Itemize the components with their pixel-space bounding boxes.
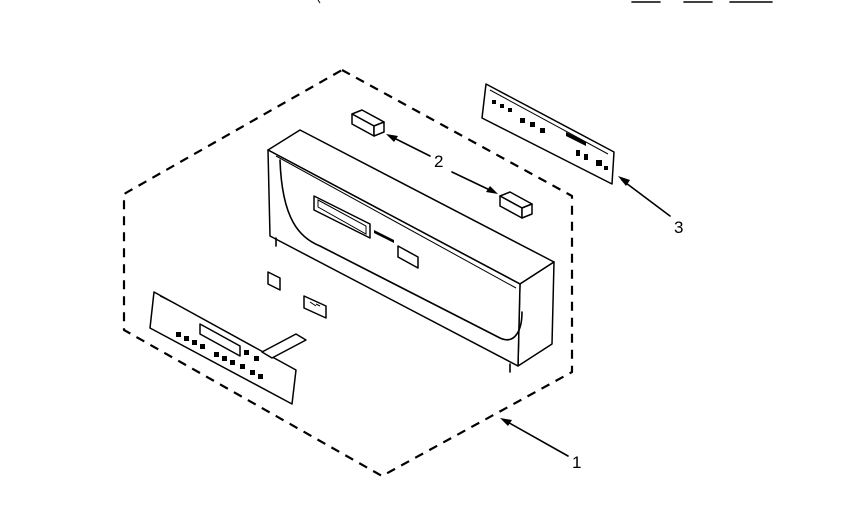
bracket-insert xyxy=(303,295,327,319)
square-insert xyxy=(267,271,281,291)
callout-1: 1 xyxy=(572,453,581,472)
assembly-boundary xyxy=(122,68,574,478)
cropped-header-marks xyxy=(317,0,773,4)
callout-2: 2 xyxy=(434,152,443,171)
callout-3: 3 xyxy=(674,218,683,237)
mounting-clip-lower xyxy=(499,191,533,219)
mounting-clip-upper xyxy=(351,109,385,137)
control-circuit-board xyxy=(481,83,615,185)
touchpad-overlay xyxy=(149,291,307,405)
leader-lines xyxy=(386,134,671,457)
control-panel-housing xyxy=(267,129,555,373)
